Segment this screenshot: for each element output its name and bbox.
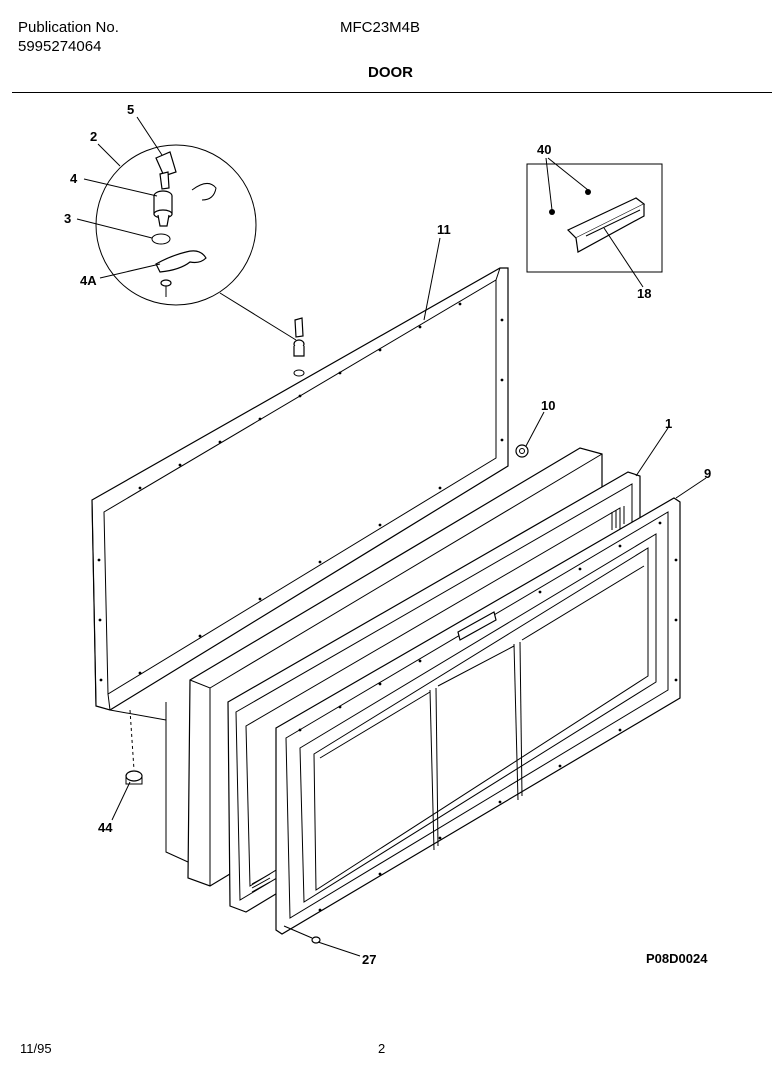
- header-divider: [12, 92, 772, 93]
- model-number: MFC23M4B: [340, 19, 421, 36]
- bushing-part: [153, 190, 173, 227]
- callout-2: 2: [90, 129, 97, 144]
- door-gasket-frame: [91, 267, 509, 711]
- callout-44: 44: [98, 820, 113, 835]
- bottom-screw-part: [283, 925, 321, 944]
- callout-9: 9: [704, 466, 711, 481]
- callout-4a: 4A: [80, 273, 97, 288]
- callout-18: 18: [637, 286, 651, 301]
- callout-11: 11: [437, 222, 451, 237]
- section-title: DOOR: [368, 64, 413, 81]
- figure-id: P08D0024: [646, 951, 708, 966]
- publication-label: Publication No.: [18, 19, 119, 36]
- publication-number: 5995274064: [18, 38, 102, 55]
- screw-part: [160, 279, 172, 297]
- footer-date: 11/95: [20, 1041, 52, 1056]
- hinge-bracket-part: [155, 250, 207, 273]
- hinge-detail-circle: [95, 144, 257, 306]
- clip-part: [191, 183, 217, 201]
- callout-4: 4: [70, 171, 78, 186]
- washer-part: [151, 233, 171, 245]
- leader-lines: [76, 116, 707, 957]
- callout-1: 1: [665, 416, 672, 431]
- page-number: 2: [378, 1041, 386, 1056]
- outer-door-panel: [275, 497, 681, 935]
- callout-5: 5: [127, 102, 134, 117]
- callout-40: 40: [537, 142, 551, 157]
- callout-labels: 5 2 4 3 4A 11 40 18 10 1 9 44 27 P08D002…: [64, 102, 711, 967]
- callout-3: 3: [64, 211, 71, 226]
- handle-inset-box: [526, 163, 663, 273]
- callout-27: 27: [362, 952, 376, 967]
- bumper-part: [515, 444, 529, 458]
- callout-10: 10: [541, 398, 555, 413]
- hinge-pin-part: [155, 151, 177, 190]
- hinge-nut-part: [125, 709, 143, 785]
